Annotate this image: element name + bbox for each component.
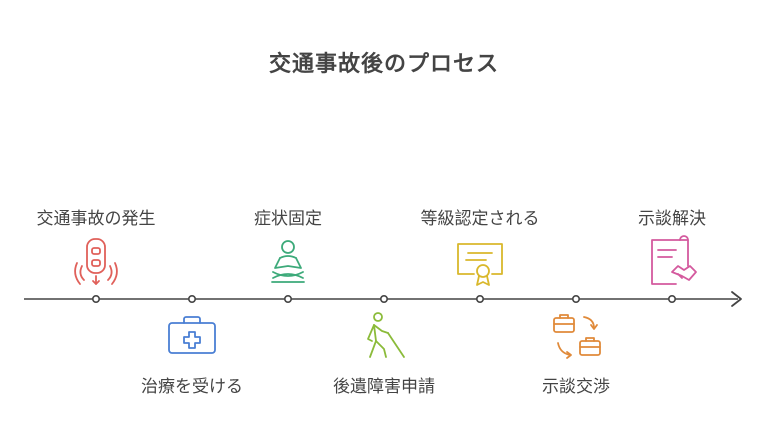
step-label: 示談解決 xyxy=(638,209,706,229)
contract-handshake-icon xyxy=(651,235,697,285)
first-aid-kit-icon xyxy=(168,316,216,354)
step-label: 等級認定される xyxy=(420,209,540,229)
step-label: 示談交渉 xyxy=(542,377,610,397)
timeline-marker xyxy=(667,294,676,303)
step-label: 後遺障害申請 xyxy=(333,377,435,397)
meditation-icon xyxy=(271,240,305,283)
blind-person-cane-icon xyxy=(367,312,405,358)
timeline-marker xyxy=(475,294,484,303)
timeline-marker xyxy=(188,294,197,303)
timeline-arrow-head xyxy=(731,291,742,307)
briefcase-exchange-icon xyxy=(553,314,601,359)
step-label: 治療を受ける xyxy=(141,377,243,397)
timeline-marker xyxy=(379,294,388,303)
step-label: 交通事故の発生 xyxy=(36,209,156,229)
timeline-marker xyxy=(92,294,101,303)
certificate-icon xyxy=(457,243,503,286)
car-crash-icon xyxy=(74,238,118,285)
diagram-title: 交通事故後のプロセス xyxy=(268,52,499,77)
timeline-marker xyxy=(571,294,580,303)
step-label: 症状固定 xyxy=(254,209,322,229)
timeline-marker xyxy=(283,294,292,303)
